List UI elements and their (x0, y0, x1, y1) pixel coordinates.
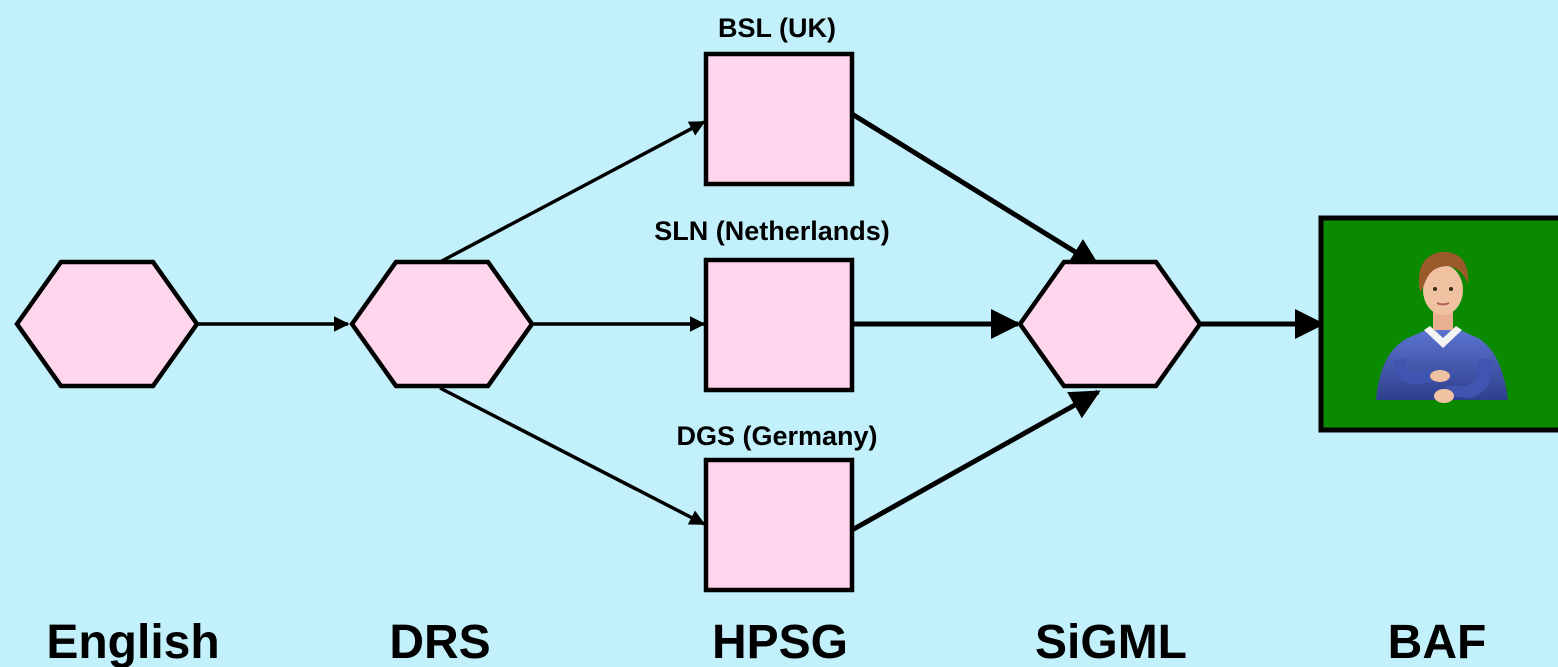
avatar-right-hand (1434, 389, 1454, 403)
edge-drs-dgs (439, 386, 706, 526)
stage-label-baf: BAF (1388, 616, 1487, 667)
avatar-left-eye (1433, 287, 1437, 291)
english-node (14, 259, 200, 389)
avatar-left-hand (1430, 370, 1450, 382)
avatar-right-arm (1444, 358, 1493, 398)
edge-drs-bsl (439, 120, 706, 264)
edge-bsl-sigml (850, 111, 1101, 269)
dgs-node (703, 457, 855, 593)
drs-node (349, 259, 535, 389)
stage-label-drs: DRS (389, 616, 490, 667)
sln-node (703, 257, 855, 393)
bsl-node (703, 51, 855, 187)
sln-label: SLN (Netherlands) (654, 216, 890, 246)
stage-label-hpsg: HPSG (712, 616, 848, 667)
avatar-right-eye (1449, 287, 1453, 291)
bsl-label: BSL (UK) (718, 13, 836, 43)
avatar-mouth (1436, 302, 1450, 306)
avatar-face (1423, 265, 1463, 315)
avatar-collar (1424, 326, 1462, 348)
avatar-hair (1418, 251, 1469, 292)
dgs-label: DGS (Germany) (676, 421, 877, 451)
stage-label-sigml: SiGML (1035, 616, 1187, 667)
edge-dgs-sigml (850, 389, 1101, 533)
avatar-left-arm (1393, 358, 1442, 384)
stage-label-english: English (46, 616, 219, 667)
baf-avatar-screen (1318, 215, 1558, 433)
signing-avatar-image (1376, 251, 1508, 403)
sigml-node (1017, 259, 1203, 389)
